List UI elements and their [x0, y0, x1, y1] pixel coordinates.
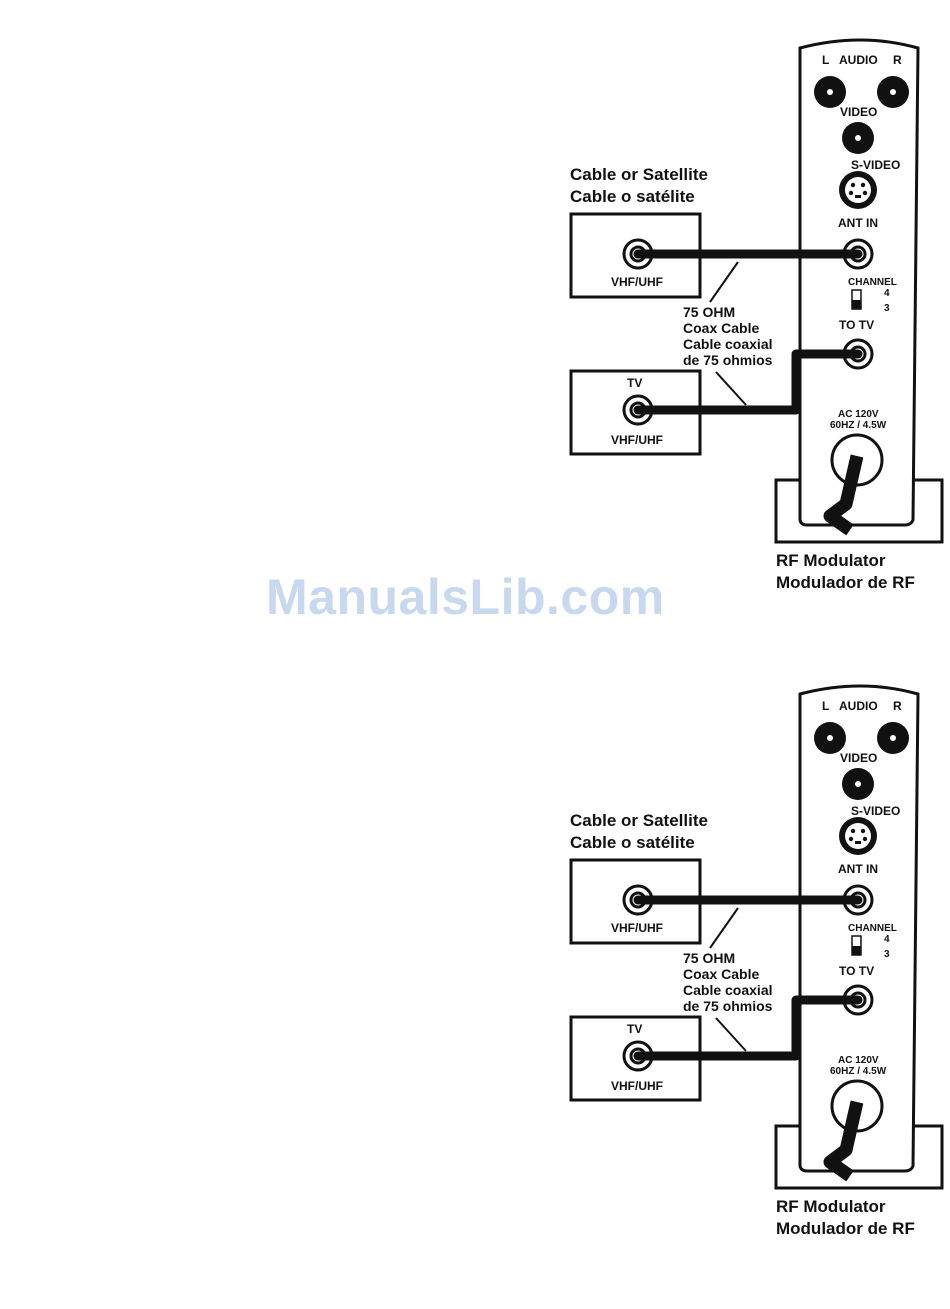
power-rating-line2: 60HZ / 4.5W [830, 1066, 887, 1077]
video-label: VIDEO [840, 751, 878, 765]
to-tv-label: TO TV [839, 318, 875, 332]
to-tv-label: TO TV [839, 964, 875, 978]
tv-title: TV [627, 376, 643, 390]
source-title-es: Cable o satélite [570, 833, 695, 852]
connection-diagram-top: Cable or Satellite Cable o satélite VHF/… [0, 20, 950, 640]
modulator-title-es: Modulador de RF [776, 1219, 915, 1238]
diagram-graphics [569, 684, 944, 1190]
power-rating-line1: AC 120V [838, 409, 879, 420]
modulator-stand [774, 1124, 944, 1190]
audio-l-label: L [822, 53, 830, 67]
channel-label: CHANNEL [848, 277, 897, 288]
rf-modulator-body [798, 38, 920, 527]
rf-modulator-body [798, 684, 920, 1173]
connection-diagram-bottom: Cable or Satellite Cable o satélite VHF/… [0, 666, 950, 1286]
cable-pointer-line [715, 1017, 747, 1052]
power-cord [823, 454, 864, 536]
power-rating-line1: AC 120V [838, 1055, 879, 1066]
cable-label-line: de 75 ohmios [683, 998, 773, 1014]
audio-l-label: L [822, 699, 830, 713]
coax-cable-totv-to-tv [633, 995, 863, 1061]
channel-label: CHANNEL [848, 923, 897, 934]
source-title-en: Cable or Satellite [570, 811, 708, 830]
coax-cable-totv-to-tv [633, 349, 863, 415]
cable-label-line: Cable coaxial [683, 982, 773, 998]
audio-label: AUDIO [839, 53, 878, 67]
channel-3-label: 3 [884, 949, 890, 960]
video-label: VIDEO [840, 105, 878, 119]
cable-label-line: Coax Cable [683, 320, 760, 336]
channel-3-label: 3 [884, 303, 890, 314]
cable-label-line: Cable coaxial [683, 336, 773, 352]
power-cord [823, 1100, 864, 1182]
tv-port-label: VHF/UHF [611, 1079, 663, 1093]
cable-label-line: 75 OHM [683, 304, 736, 320]
tv-port-label: VHF/UHF [611, 433, 663, 447]
source-port-label: VHF/UHF [611, 275, 663, 289]
cable-pointer-line [709, 907, 739, 949]
channel-4-label: 4 [884, 288, 890, 299]
svideo-label: S-VIDEO [851, 804, 901, 818]
cable-pointer-line [709, 261, 739, 303]
cable-pointer-line [715, 371, 747, 406]
audio-label: AUDIO [839, 699, 878, 713]
modulator-stand [774, 478, 944, 544]
cable-label-line: 75 OHM [683, 950, 736, 966]
modulator-title-en: RF Modulator [776, 551, 886, 570]
watermark: ManualsLib.com [266, 569, 665, 625]
modulator-title-en: RF Modulator [776, 1197, 886, 1216]
channel-4-label: 4 [884, 934, 890, 945]
ant-in-label: ANT IN [838, 216, 878, 230]
cable-label-line: Coax Cable [683, 966, 760, 982]
audio-r-label: R [893, 699, 902, 713]
audio-r-label: R [893, 53, 902, 67]
source-port-label: VHF/UHF [611, 921, 663, 935]
cable-label-line: de 75 ohmios [683, 352, 773, 368]
power-rating-line2: 60HZ / 4.5W [830, 420, 887, 431]
modulator-title-es: Modulador de RF [776, 573, 915, 592]
ant-in-label: ANT IN [838, 862, 878, 876]
source-title-en: Cable or Satellite [570, 165, 708, 184]
source-title-es: Cable o satélite [570, 187, 695, 206]
tv-title: TV [627, 1022, 643, 1036]
svideo-label: S-VIDEO [851, 158, 901, 172]
diagram-graphics [569, 38, 944, 544]
